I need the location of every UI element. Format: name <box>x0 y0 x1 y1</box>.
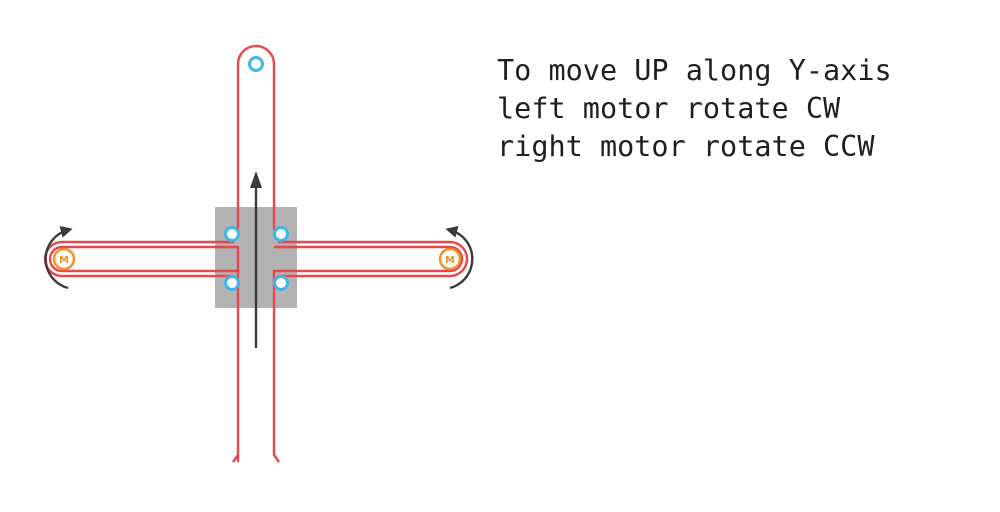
left-motor-cw-arrow-icon <box>44 226 73 290</box>
right-motor-ccw-arrow-icon <box>445 226 474 290</box>
belt-vertical-loop <box>236 44 276 230</box>
left-motor: M <box>52 247 76 271</box>
belt-outer <box>48 245 240 463</box>
idler-pulley-carriage-tr <box>273 226 289 242</box>
belt-inner-right <box>278 240 469 278</box>
caption: To move UP along Y-axis left motor rotat… <box>497 52 892 166</box>
right-motor: M <box>438 247 462 271</box>
idler-pulley-carriage-bl <box>224 275 240 291</box>
idler-pulley-carriage-br <box>273 275 289 291</box>
right-motor-label: M <box>445 255 455 266</box>
caption-line-3: right motor rotate CCW <box>497 130 875 163</box>
caption-line-2: left motor rotate CW <box>497 92 841 125</box>
y-motion-arrowhead <box>250 171 262 188</box>
left-motor-label: M <box>59 255 69 266</box>
belt-right-loop <box>272 245 464 463</box>
idler-pulley-carriage-tl <box>224 226 240 242</box>
caption-line-1: To move UP along Y-axis <box>497 54 892 87</box>
idler-pulley-top <box>248 56 264 72</box>
